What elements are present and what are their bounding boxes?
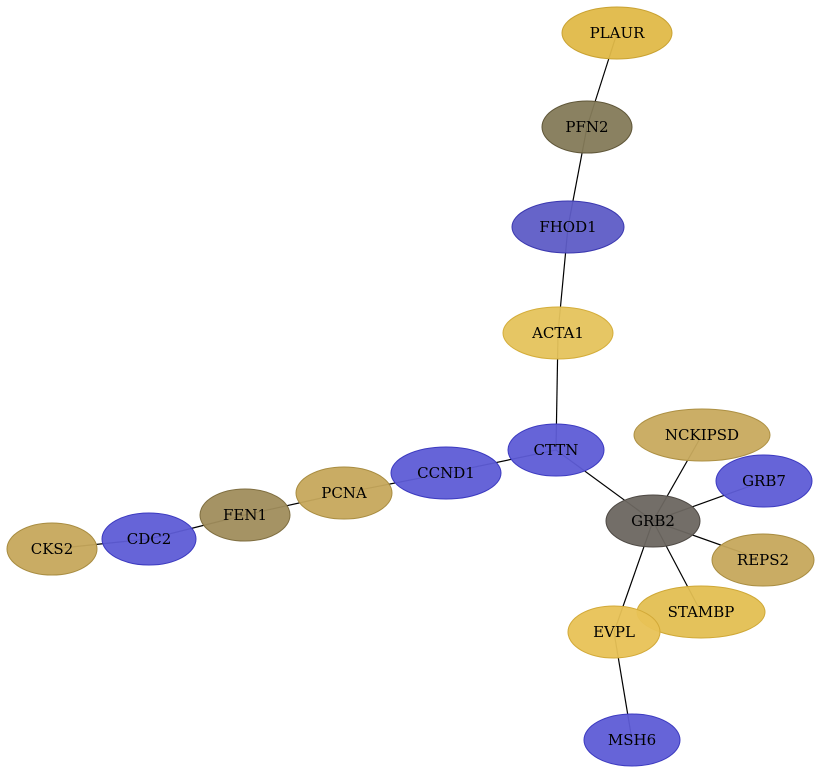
node-label: CKS2 (31, 540, 74, 558)
node-shape (715, 454, 813, 508)
node-label: PCNA (321, 484, 367, 502)
node-label: EVPL (593, 623, 635, 641)
node-pcna[interactable]: PCNA (295, 466, 393, 520)
node-grb7[interactable]: GRB7 (715, 454, 813, 508)
node-grb2[interactable]: GRB2 (605, 494, 701, 548)
node-label: GRB7 (742, 472, 786, 490)
node-evpl[interactable]: EVPL (567, 605, 661, 659)
node-shape (541, 100, 633, 154)
node-shape (511, 200, 625, 254)
node-label: MSH6 (608, 731, 656, 749)
node-shape (561, 6, 673, 60)
node-shape (711, 533, 815, 587)
node-label: PLAUR (590, 24, 646, 42)
node-label: CTTN (534, 441, 579, 459)
node-shape (295, 466, 393, 520)
node-shape (605, 494, 701, 548)
node-nckipsd[interactable]: NCKIPSD (633, 408, 771, 462)
node-label: FEN1 (223, 506, 267, 524)
node-label: STAMBP (668, 603, 735, 621)
node-shape (583, 713, 681, 767)
node-plaur[interactable]: PLAUR (561, 6, 673, 60)
node-shape (567, 605, 661, 659)
node-acta1[interactable]: ACTA1 (502, 306, 614, 360)
node-cttn[interactable]: CTTN (507, 423, 605, 477)
node-shape (6, 522, 98, 576)
node-shape (502, 306, 614, 360)
node-ccnd1[interactable]: CCND1 (390, 446, 502, 500)
node-fen1[interactable]: FEN1 (199, 488, 291, 542)
node-label: FHOD1 (539, 218, 596, 236)
node-shape (507, 423, 605, 477)
node-shape (199, 488, 291, 542)
node-stambp[interactable]: STAMBP (636, 585, 766, 639)
node-label: CDC2 (127, 530, 172, 548)
node-label: PFN2 (565, 118, 608, 136)
node-cdc2[interactable]: CDC2 (101, 512, 197, 566)
node-label: CCND1 (417, 464, 475, 482)
node-shape (390, 446, 502, 500)
node-label: NCKIPSD (665, 426, 739, 444)
node-msh6[interactable]: MSH6 (583, 713, 681, 767)
node-label: GRB2 (631, 512, 675, 530)
node-label: ACTA1 (531, 324, 584, 342)
node-cks2[interactable]: CKS2 (6, 522, 98, 576)
node-reps2[interactable]: REPS2 (711, 533, 815, 587)
node-label: REPS2 (737, 551, 789, 569)
node-fhod1[interactable]: FHOD1 (511, 200, 625, 254)
node-shape (633, 408, 771, 462)
node-shape (101, 512, 197, 566)
node-pfn2[interactable]: PFN2 (541, 100, 633, 154)
